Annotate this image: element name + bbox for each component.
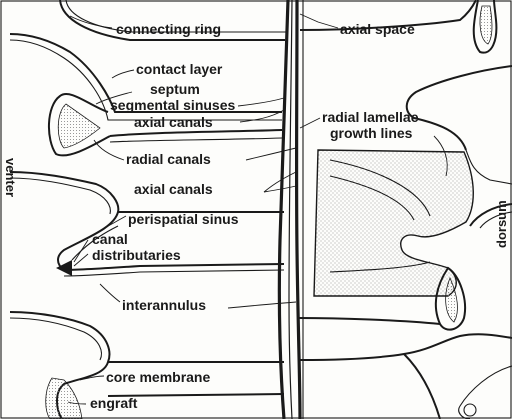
label-radial-canals: radial canals	[126, 151, 211, 167]
label-engraft: engraft	[90, 395, 138, 411]
label-segmental-sinuses: segmental sinuses	[110, 97, 235, 113]
label-contact-layer: contact layer	[136, 61, 223, 77]
label-dorsum: dorsum	[494, 200, 509, 248]
label-radial-lamellae: radial lamellae	[322, 109, 419, 125]
label-distributaries: distributaries	[92, 247, 181, 263]
label-core-membrane: core membrane	[106, 369, 210, 385]
label-connecting-ring: connecting ring	[116, 21, 221, 37]
label-septum: septum	[150, 81, 200, 97]
dorsum-segments	[298, 0, 512, 419]
label-venter: venter	[3, 158, 18, 197]
growth-region	[314, 150, 473, 296]
label-canal: canal	[92, 231, 128, 247]
label-interannulus: interannulus	[122, 297, 206, 313]
label-perispatial-sinus: perispatial sinus	[128, 211, 239, 227]
label-growth-lines: growth lines	[330, 125, 413, 141]
axial-column	[279, 0, 300, 419]
label-axial-canals-upper: axial canals	[134, 114, 213, 130]
label-axial-canals-lower: axial canals	[134, 181, 213, 197]
label-axial-space: axial space	[340, 21, 415, 37]
